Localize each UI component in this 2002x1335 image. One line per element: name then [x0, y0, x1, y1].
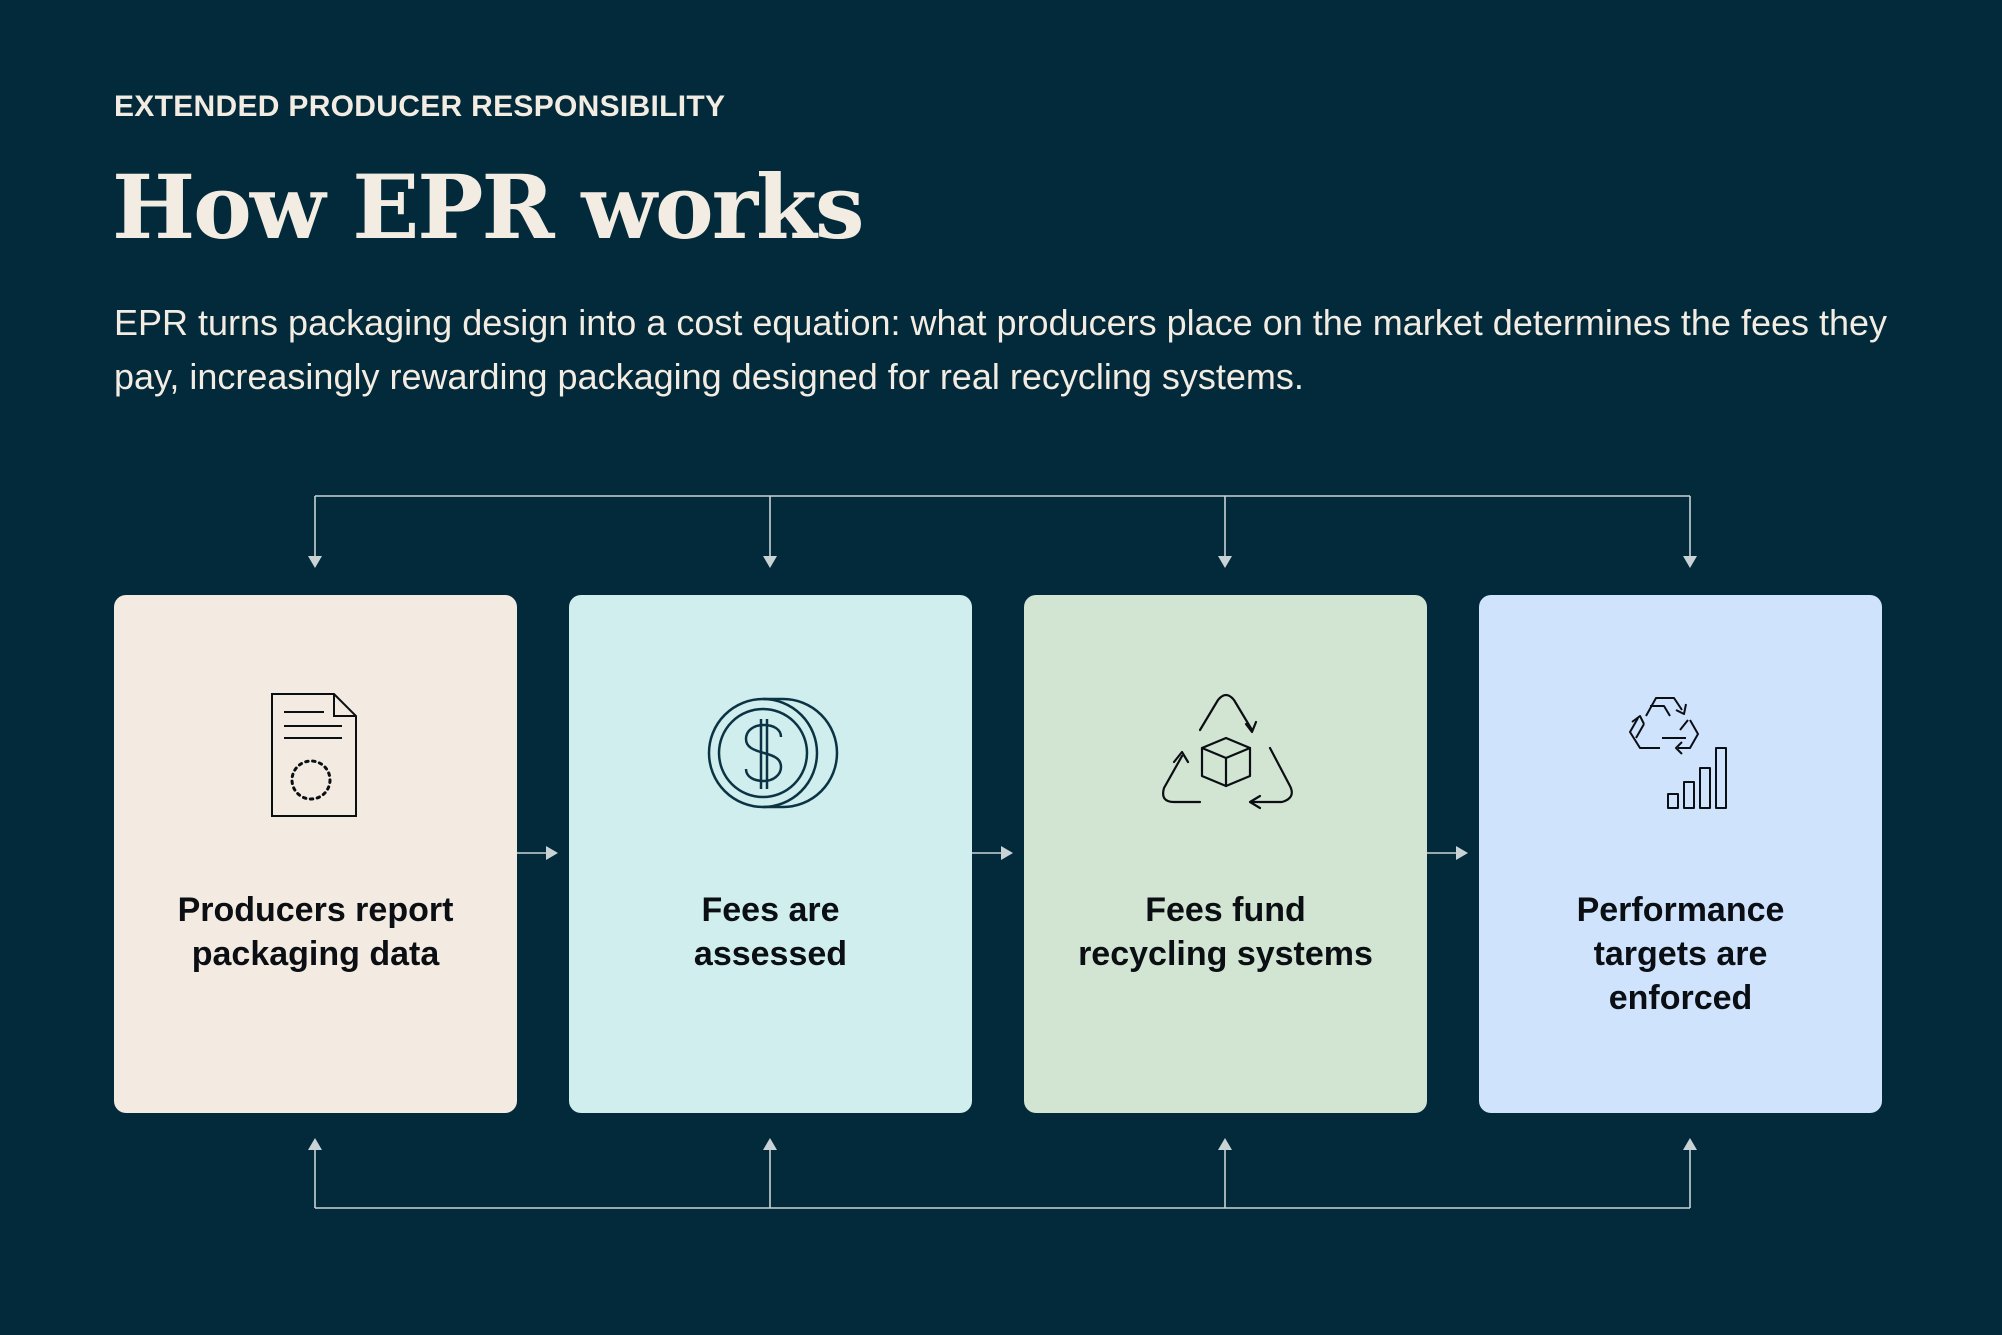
intro-paragraph: EPR turns packaging design into a cost e… [114, 302, 1888, 397]
document-icon [114, 685, 517, 825]
step-label: Fees fund recycling systems [1078, 891, 1373, 973]
step-card-performance: Performance targets are enforced [1479, 595, 1882, 1113]
step-label: Producers report packaging data [177, 891, 454, 973]
arrow-up-4 [1683, 1138, 1697, 1150]
arrow-down-4 [1683, 556, 1697, 568]
step-card-fees-assessed: Fees are assessed [569, 595, 972, 1113]
arrow-up-1 [308, 1138, 322, 1150]
recycling-box-icon [1024, 685, 1427, 825]
step-card-fees-fund: Fees fund recycling systems [1024, 595, 1427, 1113]
arrow-up-3 [1218, 1138, 1232, 1150]
page-title: How EPR works [112, 155, 865, 259]
arrow-down-3 [1218, 556, 1232, 568]
recycle-chart-icon [1479, 685, 1882, 825]
arrow-down-2 [763, 556, 777, 568]
step-label: Performance targets are enforced [1576, 891, 1785, 1017]
step-card-report: Producers report packaging data [114, 595, 517, 1113]
step-label: Fees are assessed [693, 891, 848, 973]
arrow-up-2 [763, 1138, 777, 1150]
eyebrow-label: EXTENDED PRODUCER RESPONSIBILITY [114, 90, 726, 123]
arrow-down-1 [308, 556, 322, 568]
dollar-coin-icon [569, 685, 972, 825]
